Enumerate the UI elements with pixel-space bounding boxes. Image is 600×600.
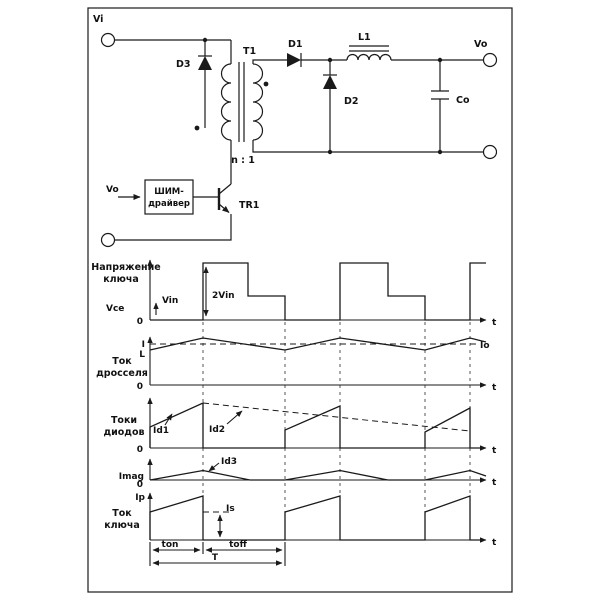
id3-pointer-arrow (208, 462, 220, 472)
winding-primary (220, 63, 232, 141)
waveform-row-magnetizing-current: Imag 0 t Id3 (119, 457, 497, 490)
primary-polarity-dot (194, 125, 200, 131)
figure-border (87, 7, 513, 593)
ip-axis-label: Ip (135, 493, 145, 503)
imag-axis-label: Imag (119, 472, 144, 482)
inductor-l1 (346, 53, 392, 61)
id2-pointer-arrow (226, 410, 243, 425)
l1-label: L1 (358, 32, 371, 43)
period-label: T (212, 553, 219, 563)
junction-dot (437, 149, 443, 155)
row3-zero: 0 (137, 445, 143, 455)
diode-d3 (198, 56, 212, 70)
waveform-row-diode-currents: Токи диодов 0 t Id1 Id2 (103, 397, 497, 456)
t1-label: T1 (243, 46, 256, 57)
id3-label: Id3 (221, 457, 237, 467)
output-terminal-bottom (482, 144, 498, 160)
d3-label: D3 (176, 59, 191, 70)
vce-axis-label: Vce (106, 304, 124, 314)
row5-t-label: t (492, 538, 497, 548)
junction-dot (327, 149, 333, 155)
toff-label: toff (229, 540, 247, 550)
diode-d2 (323, 75, 337, 89)
winding-secondary (252, 63, 264, 141)
tr1-collector (218, 183, 232, 195)
driver-input-vo-label: Vo (106, 185, 119, 195)
output-terminal-top (482, 52, 498, 68)
row1-zero: 0 (137, 317, 143, 327)
input-terminal-top (100, 32, 116, 48)
row5-label-line1: Ток (112, 508, 132, 519)
tr1-label: TR1 (239, 200, 259, 211)
d2-label: D2 (344, 96, 359, 107)
row3-label-line1: Токи (111, 415, 137, 426)
l1-core-lines (349, 45, 389, 52)
inductor-current-waveform (149, 337, 487, 351)
row2-label-line2: дросселя (96, 368, 148, 379)
pwm-driver-label-line1: ШИМ- (154, 187, 184, 197)
is-label: Is (226, 504, 235, 514)
pwm-driver-box (144, 179, 194, 215)
vce-waveform (150, 262, 486, 321)
row2-label-line1: Ток (112, 356, 132, 367)
secondary-polarity-dot (263, 81, 269, 87)
row1-label-line1: Напряжение (91, 262, 160, 273)
vi-label: Vi (93, 14, 103, 25)
id1-label: Id1 (153, 426, 169, 436)
row2-axis-i: I (142, 340, 145, 350)
ton-label: ton (162, 540, 179, 550)
ip-waveform (149, 495, 484, 541)
diode-d1 (287, 53, 301, 67)
secondary-bottom-rail (252, 140, 484, 153)
row1-t-label: t (492, 318, 497, 328)
pwm-driver-label-line2: драйвер (148, 199, 190, 209)
vin-label: Vin (162, 296, 178, 306)
row4-zero: 0 (137, 480, 143, 490)
imag-waveform (149, 469, 487, 481)
row3-t-label: t (492, 446, 497, 456)
d1-label: D1 (288, 39, 303, 50)
secondary-top-wire (252, 59, 287, 64)
timing-ticks (149, 542, 286, 566)
turns-ratio-label: n : 1 (231, 155, 255, 166)
emitter-return-wire (114, 214, 232, 241)
input-terminal-bottom (100, 232, 116, 248)
vo-label: Vo (474, 39, 488, 50)
co-label: Co (456, 95, 470, 106)
row2-zero: 0 (137, 382, 143, 392)
id2-dashed-waveform (202, 402, 471, 432)
row2-t-label: t (492, 383, 497, 393)
tr1-emitter (218, 203, 230, 213)
circuit-schematic: Vi D3 T1 n : 1 D1 D2 L1 (93, 14, 498, 248)
waveform-row-switch-current: Ip Ток ключа t Is ton toff T (104, 492, 497, 566)
vin2-label: 2Vin (212, 291, 235, 301)
transformer-core (238, 62, 245, 142)
io-label: Io (480, 341, 490, 351)
row3-label-line2: диодов (103, 427, 144, 438)
row4-t-label: t (492, 478, 497, 488)
row1-label-line2: ключа (103, 274, 139, 285)
waveform-row-inductor-current: I L Ток дросселя 0 t Io (96, 336, 497, 393)
row2-axis-l: L (139, 350, 145, 360)
row5-label-line2: ключа (104, 520, 140, 531)
id1-pointer-arrow (164, 413, 173, 426)
id2-label: Id2 (209, 425, 225, 435)
timing-diagrams: Напряжение ключа Vce 0 t Vin 2Vin I L То… (91, 259, 497, 566)
waveform-row-switch-voltage: Напряжение ключа Vce 0 t Vin 2Vin (91, 259, 497, 328)
